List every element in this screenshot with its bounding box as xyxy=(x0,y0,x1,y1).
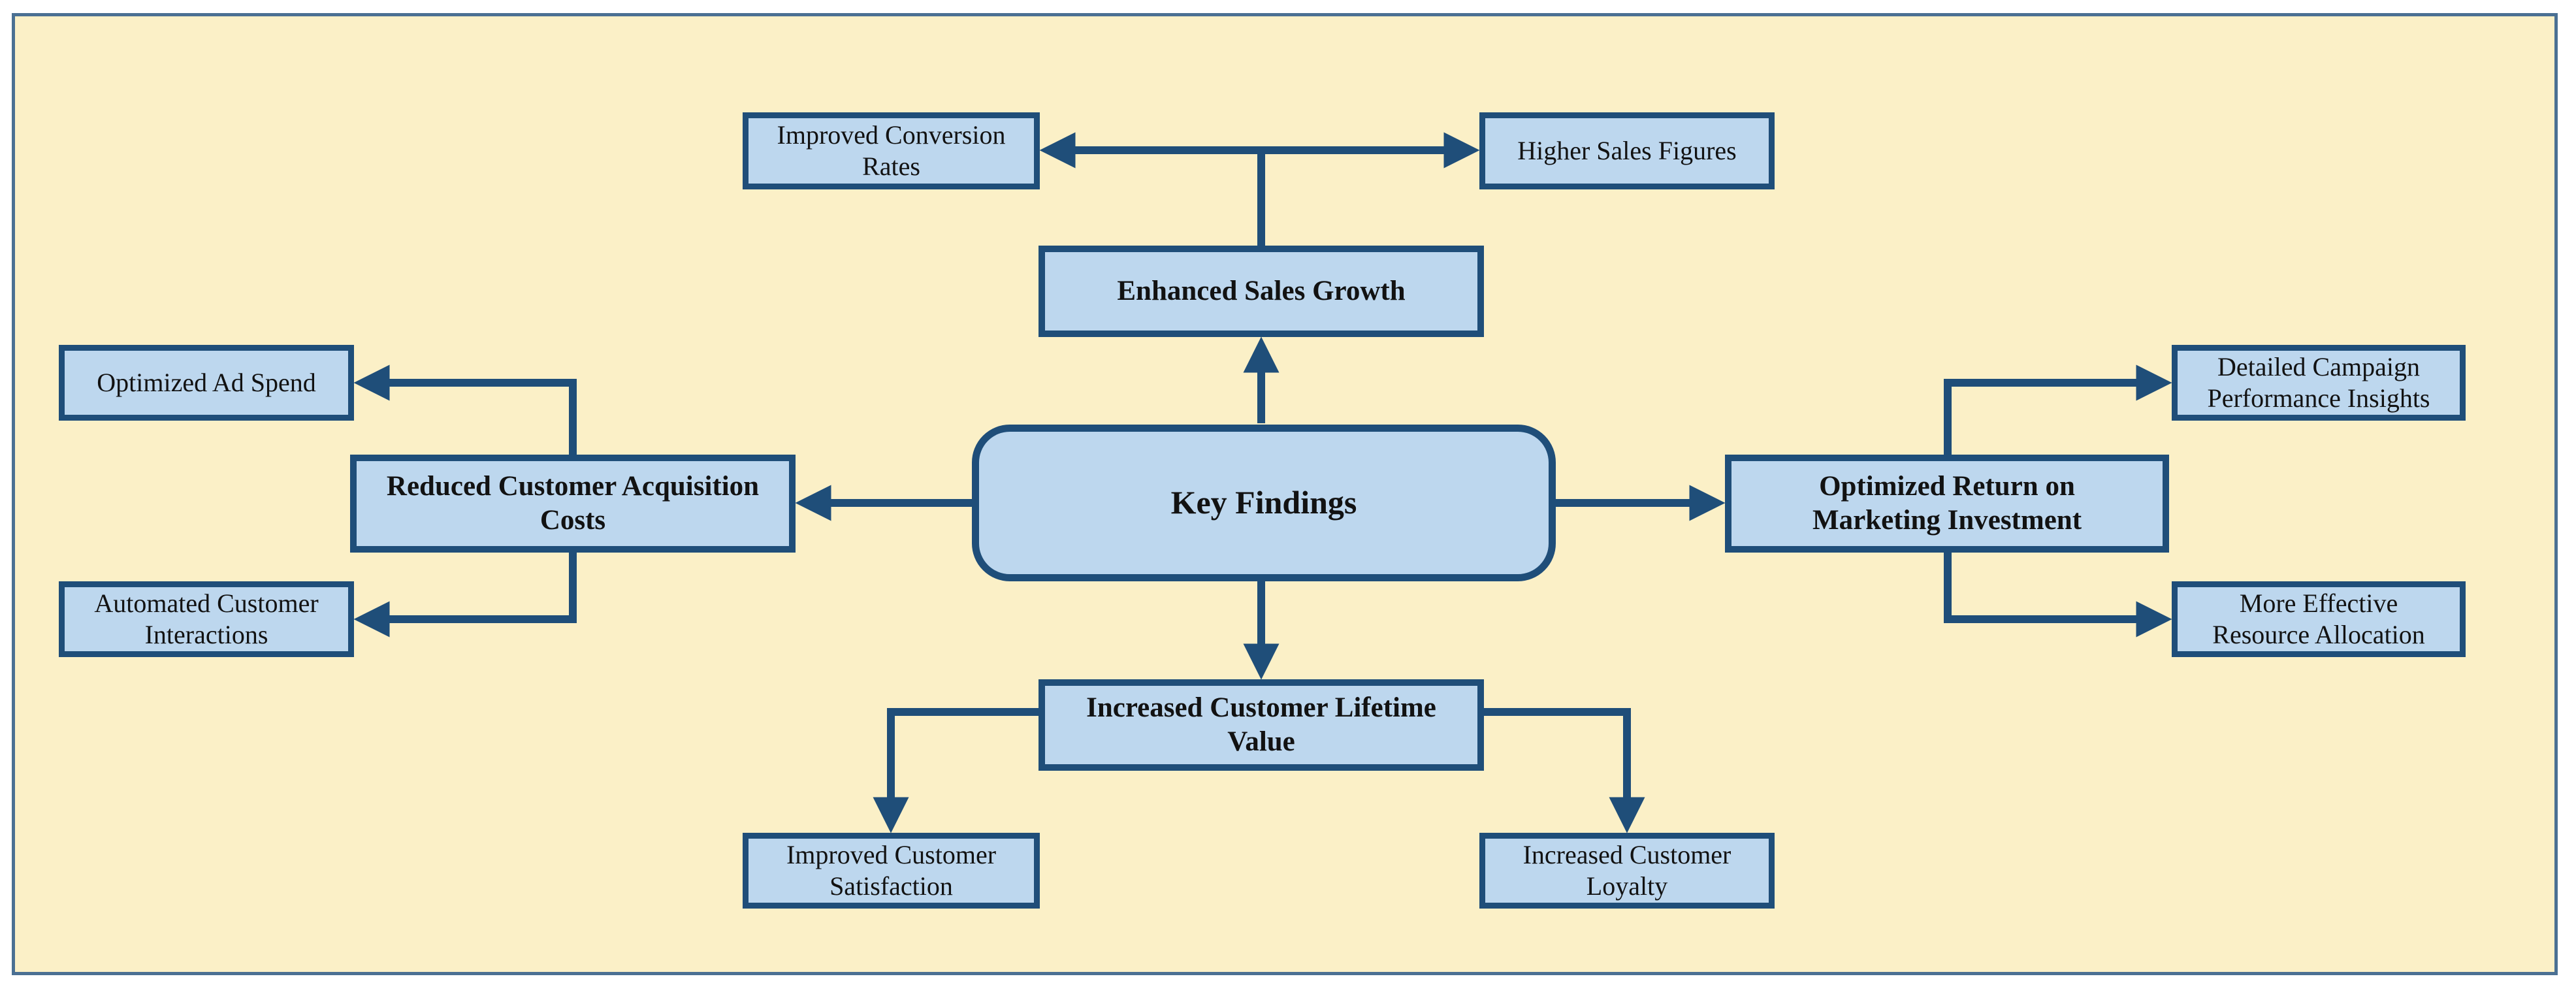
node-enhanced-sales-growth-label: Enhanced Sales Growth xyxy=(1117,276,1406,307)
node-more-effective-resource-allocation-label: More Effective Resource Allocation xyxy=(2212,589,2425,649)
node-automated-customer-interactions: Automated Customer Interactions xyxy=(59,581,354,657)
node-increased-customer-loyalty: Increased Customer Loyalty xyxy=(1479,833,1775,909)
node-detailed-campaign-performance-insights-label: Detailed Campaign Performance Insights xyxy=(2207,352,2430,413)
node-optimized-return-on-marketing-investment-label: Optimized Return on Marketing Investment xyxy=(1812,471,2082,536)
node-improved-customer-satisfaction: Improved Customer Satisfaction xyxy=(743,833,1040,909)
node-increased-customer-lifetime-value: Increased Customer Lifetime Value xyxy=(1038,679,1484,771)
node-enhanced-sales-growth: Enhanced Sales Growth xyxy=(1038,246,1484,337)
node-improved-conversion-rates-label: Improved Conversion Rates xyxy=(777,120,1006,181)
node-increased-customer-loyalty-label: Increased Customer Loyalty xyxy=(1522,840,1731,901)
node-optimized-ad-spend-label: Optimized Ad Spend xyxy=(97,368,316,397)
node-increased-customer-lifetime-value-label: Increased Customer Lifetime Value xyxy=(1086,692,1436,757)
node-key-findings-label: Key Findings xyxy=(1170,484,1357,521)
node-detailed-campaign-performance-insights: Detailed Campaign Performance Insights xyxy=(2172,345,2466,421)
node-more-effective-resource-allocation: More Effective Resource Allocation xyxy=(2172,581,2466,657)
node-optimized-return-on-marketing-investment: Optimized Return on Marketing Investment xyxy=(1725,455,2169,553)
node-improved-conversion-rates: Improved Conversion Rates xyxy=(743,112,1040,189)
node-reduced-customer-acquisition-costs: Reduced Customer Acquisition Costs xyxy=(350,455,796,553)
node-key-findings: Key Findings xyxy=(972,425,1556,581)
node-reduced-customer-acquisition-costs-label: Reduced Customer Acquisition Costs xyxy=(386,471,760,536)
node-improved-customer-satisfaction-label: Improved Customer Satisfaction xyxy=(786,840,997,901)
node-higher-sales-figures: Higher Sales Figures xyxy=(1479,112,1775,189)
node-automated-customer-interactions-label: Automated Customer Interactions xyxy=(94,589,319,649)
node-optimized-ad-spend: Optimized Ad Spend xyxy=(59,345,354,421)
node-higher-sales-figures-label: Higher Sales Figures xyxy=(1517,136,1737,165)
